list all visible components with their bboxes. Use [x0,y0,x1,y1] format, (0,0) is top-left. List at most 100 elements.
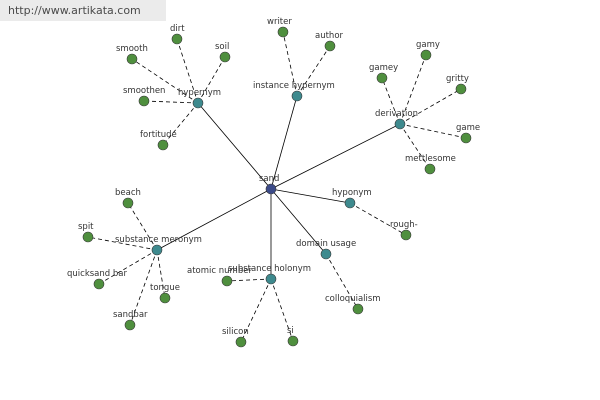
node-quicksand-bar[interactable]: quicksand bar [67,269,127,290]
edge-hypernym-to-dirt [176,38,199,104]
edge-hypernym-to-fortitude [162,102,199,146]
site-url-watermark: http://www.artikata.com [0,0,166,21]
node-soil[interactable]: soil [215,42,231,63]
edge-substance-meronym-to-quicksand-bar [98,249,158,285]
node-quicksand-bar-label: quicksand bar [67,269,127,279]
node-mettlesome-circle[interactable] [424,163,436,175]
node-tongue-label: tongue [150,283,180,293]
node-colloquialism[interactable]: colloquialism [325,294,381,315]
node-fortitude[interactable]: fortitude [140,130,177,151]
node-substance-holonym-circle[interactable] [265,273,277,285]
node-derivation-circle[interactable] [394,118,406,130]
node-soil-circle[interactable] [219,51,231,63]
node-game-circle[interactable] [460,132,472,144]
node-spit[interactable]: spit [78,222,94,243]
node-derivation[interactable]: derivation [375,109,418,130]
edge-derivation-to-mettlesome [399,123,431,170]
node-gritty[interactable]: gritty [446,74,469,95]
node-dirt-label: dirt [170,24,185,34]
node-writer-label: writer [267,17,292,27]
edge-sand-to-domain-usage [270,188,327,255]
node-hypernym-circle[interactable] [192,97,204,109]
node-hyponym[interactable]: hyponym [332,188,372,209]
node-game[interactable]: game [456,123,480,144]
node-domain-usage-circle[interactable] [320,248,332,260]
node-domain-usage[interactable]: domain usage [296,239,356,260]
node-silicon[interactable]: silicon [222,327,249,348]
edge-instance-hypernym-to-writer [282,31,298,97]
edge-domain-usage-to-colloquialism [325,253,359,310]
node-sand[interactable]: sand [259,174,279,195]
node-gamy[interactable]: gamy [416,40,440,61]
node-substance-meronym[interactable]: substance meronym [115,235,202,256]
node-rough-circle[interactable] [400,229,412,241]
node-spit-label: spit [78,222,94,232]
node-smooth[interactable]: smooth [116,44,148,65]
node-instance-hypernym-label: instance hypernym [253,81,335,91]
node-dirt[interactable]: dirt [170,24,185,45]
node-sandbar-circle[interactable] [124,319,136,331]
node-tongue-circle[interactable] [159,292,171,304]
node-atomic-number-circle[interactable] [221,275,233,287]
edges [87,31,467,343]
node-instance-hypernym-circle[interactable] [291,90,303,102]
edge-derivation-to-gamy [399,54,427,125]
node-rough[interactable]: rough- [390,220,418,241]
node-beach-label: beach [115,188,141,198]
node-substance-holonym-label: substance holonym [228,264,311,274]
node-derivation-label: derivation [375,109,418,119]
node-smooth-circle[interactable] [126,53,138,65]
node-dirt-circle[interactable] [171,33,183,45]
node-smoothen-label: smoothen [123,86,165,96]
node-si-circle[interactable] [287,335,299,347]
node-writer-circle[interactable] [277,26,289,38]
node-sand-circle[interactable] [265,183,277,195]
node-beach-circle[interactable] [122,197,134,209]
node-domain-usage-label: domain usage [296,239,356,249]
node-mettlesome[interactable]: mettlesome [405,154,456,175]
node-gamy-label: gamy [416,40,440,50]
node-game-label: game [456,123,480,133]
node-hyponym-circle[interactable] [344,197,356,209]
edge-derivation-to-gamey [381,77,401,125]
node-author-label: author [315,31,344,41]
node-smoothen[interactable]: smoothen [123,86,165,107]
node-gritty-circle[interactable] [455,83,467,95]
node-sandbar-label: sandbar [113,310,148,320]
node-smoothen-circle[interactable] [138,95,150,107]
edge-sand-to-derivation [270,123,401,190]
node-fortitude-circle[interactable] [157,139,169,151]
node-substance-holonym[interactable]: substance holonym [228,264,311,285]
node-beach[interactable]: beach [115,188,141,209]
node-colloquialism-circle[interactable] [352,303,364,315]
node-atomic-number[interactable]: atomic number [187,266,252,287]
edge-hypernym-to-soil [197,56,226,104]
edge-sand-to-instance-hypernym [270,95,298,190]
node-fortitude-label: fortitude [140,130,177,140]
node-author[interactable]: author [315,31,344,52]
node-sandbar[interactable]: sandbar [113,310,148,331]
node-hypernym[interactable]: hypernym [178,88,221,109]
edge-substance-meronym-to-tongue [156,249,166,299]
edge-sand-to-hypernym [197,102,272,190]
node-substance-meronym-circle[interactable] [151,244,163,256]
edge-hyponym-to-rough [349,202,407,236]
edge-substance-meronym-to-spit [87,236,158,251]
node-quicksand-bar-circle[interactable] [93,278,105,290]
node-gamey[interactable]: gamey [369,63,398,84]
node-tongue[interactable]: tongue [150,283,180,304]
node-substance-meronym-label: substance meronym [115,235,202,245]
node-instance-hypernym[interactable]: instance hypernym [253,81,335,102]
node-gamey-circle[interactable] [376,72,388,84]
node-silicon-label: silicon [222,327,249,337]
node-si-label: si [287,326,294,336]
node-silicon-circle[interactable] [235,336,247,348]
node-writer[interactable]: writer [267,17,292,38]
node-gamy-circle[interactable] [420,49,432,61]
node-gritty-label: gritty [446,74,469,84]
node-spit-circle[interactable] [82,231,94,243]
node-soil-label: soil [215,42,229,52]
node-author-circle[interactable] [324,40,336,52]
node-si[interactable]: si [287,326,299,347]
